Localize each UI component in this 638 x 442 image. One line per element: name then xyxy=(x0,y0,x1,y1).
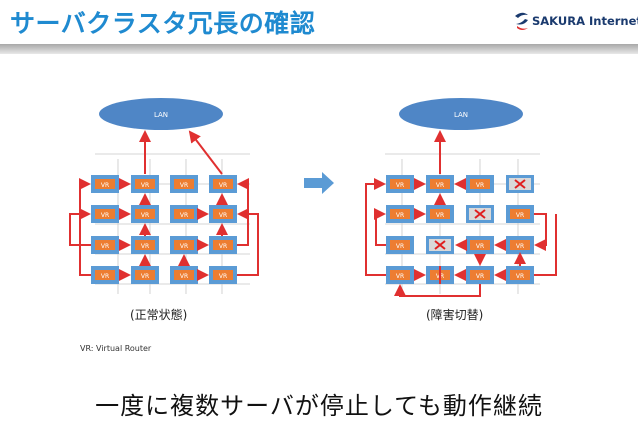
svg-text:VR: VR xyxy=(396,243,404,250)
svg-text:VR: VR xyxy=(219,273,227,280)
logo-text: SAKURA Internet xyxy=(532,14,638,28)
svg-text:VR: VR xyxy=(396,182,404,189)
svg-text:VR: VR xyxy=(180,243,188,250)
svg-text:VR: VR xyxy=(101,243,109,250)
svg-text:VR: VR xyxy=(101,273,109,280)
failed-node xyxy=(466,205,494,223)
svg-text:VR: VR xyxy=(396,273,404,280)
svg-text:VR: VR xyxy=(141,273,149,280)
svg-text:VR: VR xyxy=(141,182,149,189)
svg-text:VR: VR xyxy=(219,243,227,250)
svg-text:VR: VR xyxy=(180,273,188,280)
svg-text:VR: VR xyxy=(141,212,149,219)
svg-text:VR: VR xyxy=(101,212,109,219)
normal-state-caption: (正常状態) xyxy=(130,308,188,322)
normal-state-diagram: LAN VR VR VR VR VR VR VR VR VR VR VR VR … xyxy=(69,98,259,294)
failed-node xyxy=(506,175,534,193)
svg-text:VR: VR xyxy=(516,212,524,219)
footnote: VR: Virtual Router xyxy=(80,344,152,353)
svg-text:VR: VR xyxy=(396,212,404,219)
svg-text:VR: VR xyxy=(219,212,227,219)
failover-state-diagram: LAN VR VR VR VR VR VR VR VR VR VR VR VR … xyxy=(365,98,557,297)
svg-text:VR: VR xyxy=(180,182,188,189)
svg-text:VR: VR xyxy=(476,182,484,189)
svg-text:VR: VR xyxy=(219,182,227,189)
svg-text:VR: VR xyxy=(180,212,188,219)
sakura-logo-icon xyxy=(515,12,528,30)
svg-text:VR: VR xyxy=(436,212,444,219)
transition-arrow xyxy=(304,172,334,194)
failover-caption: (障害切替) xyxy=(426,308,484,322)
svg-text:VR: VR xyxy=(516,273,524,280)
svg-text:VR: VR xyxy=(476,273,484,280)
lan-label: LAN xyxy=(154,111,168,119)
failed-node xyxy=(426,236,454,254)
lan-cloud xyxy=(99,98,223,130)
svg-text:VR: VR xyxy=(101,182,109,189)
node-grid-left: VR VR VR VR VR VR VR VR VR VR VR VR VR V… xyxy=(91,175,237,284)
sakura-logo: SAKURA Internet xyxy=(512,10,638,34)
slide-title: サーバクラスタ冗長の確認 xyxy=(10,9,316,38)
slide-header: サーバクラスタ冗長の確認 SAKURA Internet xyxy=(0,0,638,44)
svg-text:VR: VR xyxy=(436,182,444,189)
lan-cloud-right xyxy=(399,98,523,130)
svg-text:VR: VR xyxy=(516,243,524,250)
routing-arrows-left xyxy=(69,178,259,281)
routing-arrows-right xyxy=(365,178,557,297)
node-grid-right: VR VR VR VR VR VR VR VR VR VR VR VR VR xyxy=(386,175,534,284)
svg-text:VR: VR xyxy=(476,243,484,250)
header-divider xyxy=(0,44,638,54)
summary-text: 一度に複数サーバが停止しても動作継続 xyxy=(95,392,543,420)
svg-text:VR: VR xyxy=(141,243,149,250)
lan-label-right: LAN xyxy=(454,111,468,119)
redundancy-diagram: LAN VR VR VR VR VR VR VR VR VR VR VR VR … xyxy=(69,98,557,297)
